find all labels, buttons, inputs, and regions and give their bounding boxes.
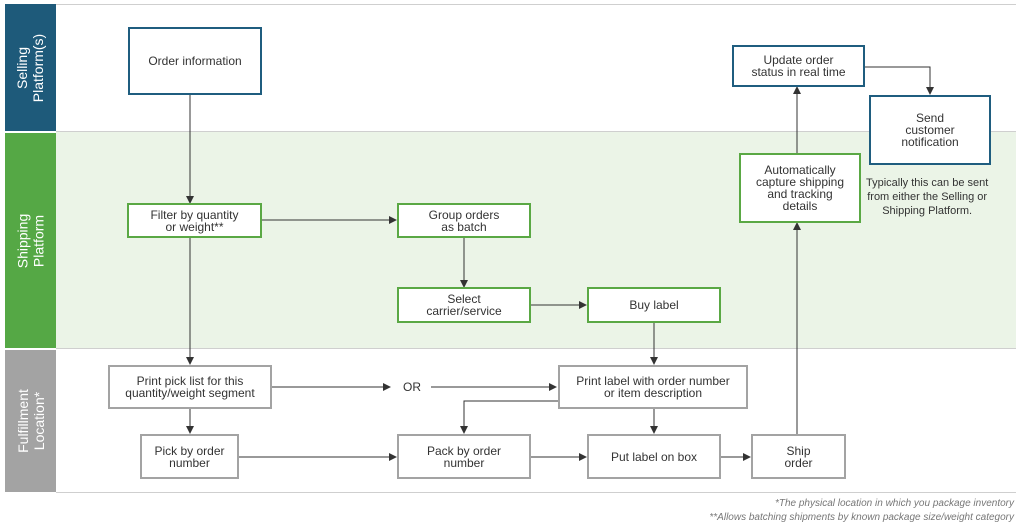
- node-pack-by-order: Pack by order number: [397, 434, 531, 479]
- node-order-information: Order information: [128, 27, 262, 95]
- footnote-batching: **Allows batching shipments by known pac…: [709, 512, 1014, 523]
- node-update-order-status: Update order status in real time: [732, 45, 865, 87]
- lane-label-fulfillment-location: Fulfillment Location*: [5, 350, 56, 492]
- arrow-update-to-notification: [865, 66, 934, 95]
- node-filter-by-quantity-label: Filter by quantity or weight**: [150, 207, 239, 234]
- node-send-customer-notification-label: Send customer notification: [901, 111, 959, 149]
- node-update-order-status-label: Update order status in real time: [751, 53, 846, 79]
- node-put-label-on-box-label: Put label on box: [610, 449, 698, 464]
- node-filter-by-quantity: Filter by quantity or weight**: [127, 203, 262, 238]
- node-print-label: Print label with order number or item de…: [558, 365, 748, 409]
- node-buy-label: Buy label: [587, 287, 721, 323]
- node-pick-by-order-label: Pick by order number: [154, 443, 225, 470]
- lane-top-border: [56, 4, 1016, 5]
- node-pack-by-order-label: Pack by order number: [426, 443, 502, 470]
- or-label: OR: [403, 380, 421, 394]
- node-order-information-label: Order information: [148, 54, 242, 68]
- lane-label-shipping-platform: Shipping Platform: [5, 133, 56, 348]
- node-buy-label-label: Buy label: [629, 298, 679, 312]
- node-pick-by-order: Pick by order number: [140, 434, 239, 479]
- node-print-label-label: Print label with order number or item de…: [576, 374, 730, 400]
- node-group-orders: Group orders as batch: [397, 203, 531, 238]
- node-send-customer-notification: Send customer notification: [869, 95, 991, 165]
- arrow-print-label-to-pack: [460, 400, 558, 434]
- lane-label-selling-platform: Selling Platform(s): [5, 4, 56, 131]
- footnote-fulfillment-location: *The physical location in which you pack…: [774, 498, 1014, 509]
- lane-divider-shipping-fulfillment: [56, 348, 1016, 349]
- node-select-carrier: Select carrier/service: [397, 287, 531, 323]
- node-print-pick-list-label: Print pick list for this quantity/weight…: [125, 374, 255, 400]
- notification-note: Typically this can be sent from either t…: [866, 177, 989, 217]
- node-capture-shipping-details: Automatically capture shipping and track…: [739, 153, 861, 223]
- node-print-pick-list: Print pick list for this quantity/weight…: [108, 365, 272, 409]
- node-group-orders-label: Group orders as batch: [428, 207, 500, 234]
- node-ship-order: Ship order: [751, 434, 846, 479]
- node-put-label-on-box: Put label on box: [587, 434, 721, 479]
- lane-divider-selling-shipping: [56, 131, 1016, 132]
- node-select-carrier-label: Select carrier/service: [426, 292, 502, 318]
- lane-bottom-border: [56, 492, 1016, 493]
- node-ship-order-label: Ship order: [784, 443, 813, 470]
- node-capture-shipping-details-label: Automatically capture shipping and track…: [755, 163, 845, 213]
